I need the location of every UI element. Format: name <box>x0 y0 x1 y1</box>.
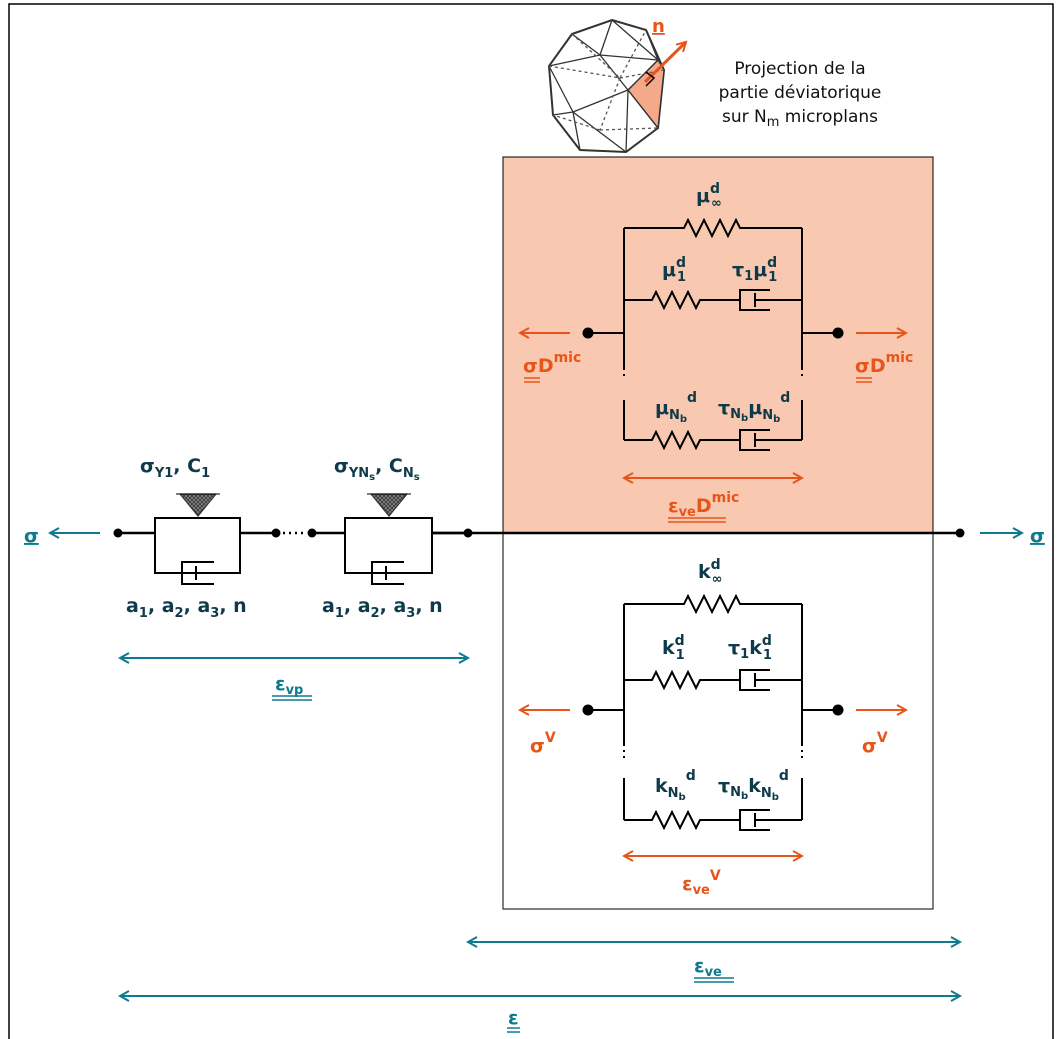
sigma-d-right-label: σDmic <box>855 350 913 377</box>
main-chain <box>50 529 1022 538</box>
kNb-label: kNbd <box>655 768 696 803</box>
normal-label: n <box>652 16 665 37</box>
volumetric-panel <box>502 532 934 910</box>
right-angle-mark <box>645 71 656 87</box>
sigma-d-left-label: σDmic <box>523 350 581 377</box>
eps-ve-label: εve <box>694 955 722 980</box>
eps-vp-label: εvp <box>275 673 303 698</box>
mu-inf-label: μd∞ <box>696 181 722 211</box>
sigma-left-label: σ <box>24 525 39 547</box>
eps-label: ε <box>508 1007 519 1029</box>
volumetric-chain <box>582 593 844 831</box>
sigma-v-left-label: σV <box>530 730 556 757</box>
projection-note-line2: partie déviatorique <box>719 83 882 103</box>
k-inf-label: kd∞ <box>698 557 723 587</box>
deviatoric-chain <box>582 217 844 451</box>
projection-note-line3: sur Nm microplans <box>722 107 878 130</box>
sigma-right-label: σ <box>1030 525 1045 547</box>
unit1-yield-label: σY1, C1 <box>140 455 210 481</box>
tauNb-kNb-label: τNbkNbd <box>718 768 789 803</box>
icosahedron-icon <box>547 18 666 154</box>
muNb-label: μNbd <box>655 390 697 425</box>
eps-ve-d-label: εveDmic <box>668 490 739 520</box>
viscoplastic-unit-1 <box>154 493 241 585</box>
unitN-params-label: a1, a2, a3, n <box>322 595 443 621</box>
projection-note-line1: Projection de la <box>734 59 865 79</box>
viscoplastic-unit-ns <box>344 493 468 585</box>
tauNb-muNb-label: τNbμNbd <box>718 390 790 425</box>
outer-frame <box>8 3 1054 1039</box>
unit1-params-label: a1, a2, a3, n <box>126 595 247 621</box>
normal-vector-arrow <box>643 42 686 84</box>
unitN-yield-label: σYNs, CNs <box>334 455 420 483</box>
sigma-v-right-label: σV <box>862 730 888 757</box>
deviatoric-panel <box>502 156 934 534</box>
eps-ve-v-label: εveV <box>682 868 721 898</box>
